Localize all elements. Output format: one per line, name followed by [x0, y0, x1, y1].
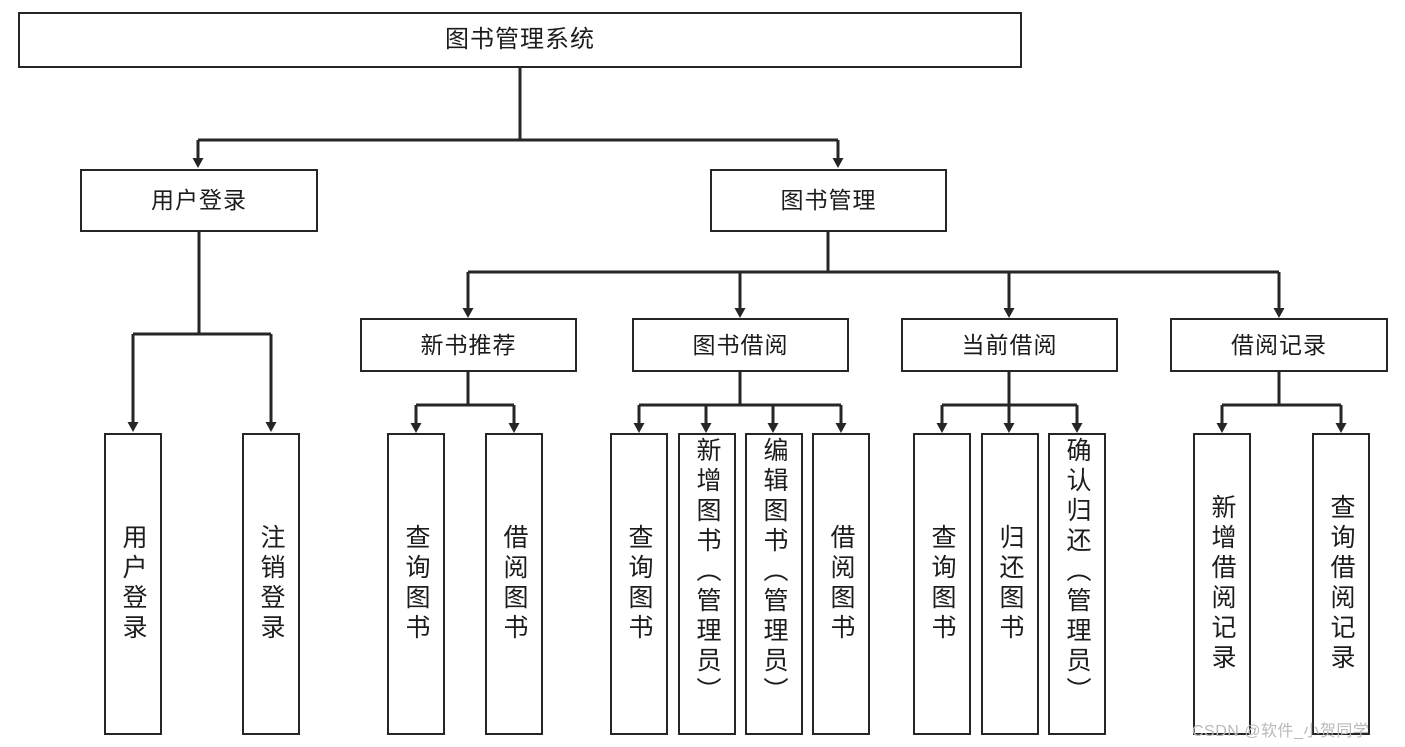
node-label: 图书管理系统: [445, 26, 595, 54]
leaf-add-book-admin[interactable]: 新增图书（管理员）: [678, 433, 736, 735]
leaf-add-borrow-record[interactable]: 新增借阅记录: [1193, 433, 1251, 735]
node-label: 查询图书: [402, 524, 430, 644]
node-label: 图书借阅: [692, 331, 789, 358]
node-label: 图书管理: [780, 187, 877, 214]
leaf-query-book-new-book-recommend[interactable]: 查询图书: [387, 433, 445, 735]
node-label: 用户登录: [151, 187, 247, 214]
node-root-book-management-system[interactable]: 图书管理系统: [18, 12, 1022, 68]
node-label: 当前借阅: [961, 331, 1058, 358]
node-label: 用户登录: [119, 524, 147, 644]
leaf-return-book[interactable]: 归还图书: [981, 433, 1039, 735]
node-label: 归还图书: [996, 524, 1024, 644]
node-new-book-recommend[interactable]: 新书推荐: [360, 318, 577, 372]
leaf-borrow-book-new-book-recommend[interactable]: 借阅图书: [485, 433, 543, 735]
node-label: 查询借阅记录: [1327, 494, 1355, 674]
csdn-watermark: CSDN @软件_小贺同学: [1192, 723, 1370, 740]
node-label: 借阅图书: [827, 524, 855, 644]
node-label: 编辑图书（管理员）: [760, 437, 788, 707]
leaf-borrow-book-book-borrow[interactable]: 借阅图书: [812, 433, 870, 735]
node-label: 借阅记录: [1231, 331, 1327, 358]
leaf-edit-book-admin[interactable]: 编辑图书（管理员）: [745, 433, 803, 735]
leaf-query-book-current-borrow[interactable]: 查询图书: [913, 433, 971, 735]
node-user-login[interactable]: 用户登录: [80, 169, 318, 232]
leaf-confirm-return-admin[interactable]: 确认归还（管理员）: [1048, 433, 1106, 735]
node-label: 查询图书: [928, 524, 956, 644]
node-label: 新书推荐: [420, 331, 517, 358]
node-label: 查询图书: [625, 524, 653, 644]
node-current-borrow[interactable]: 当前借阅: [901, 318, 1118, 372]
leaf-query-borrow-record[interactable]: 查询借阅记录: [1312, 433, 1370, 735]
node-label: 注销登录: [257, 524, 285, 644]
leaf-logout-login[interactable]: 注销登录: [242, 433, 300, 735]
node-label: 确认归还（管理员）: [1063, 437, 1091, 707]
node-book-borrow[interactable]: 图书借阅: [632, 318, 849, 372]
node-label: 新增图书（管理员）: [693, 437, 721, 707]
node-label: 新增借阅记录: [1208, 494, 1236, 674]
node-borrow-record[interactable]: 借阅记录: [1170, 318, 1388, 372]
node-label: 借阅图书: [500, 524, 528, 644]
leaf-user-login[interactable]: 用户登录: [104, 433, 162, 735]
node-book-management[interactable]: 图书管理: [710, 169, 947, 232]
leaf-query-book-book-borrow[interactable]: 查询图书: [610, 433, 668, 735]
